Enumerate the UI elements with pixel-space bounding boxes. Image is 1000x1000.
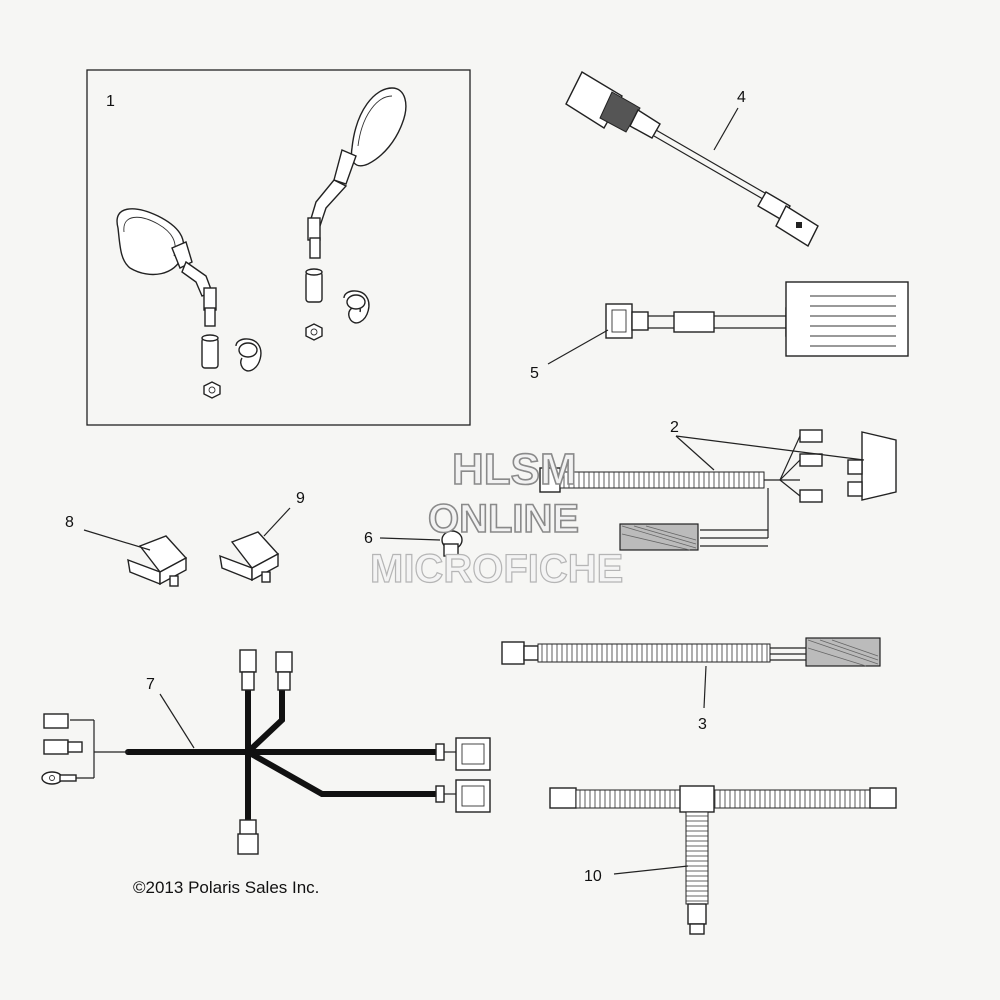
callout-4: 4 [737, 89, 746, 106]
part-7-main-harness [41, 649, 491, 855]
part-3-harness [501, 637, 881, 667]
kit-box [86, 69, 471, 426]
switch-connector-lower [455, 779, 491, 813]
part-9-switch [219, 531, 280, 583]
watermark-line-3: MICROFICHE [370, 547, 623, 591]
part-2-harness [539, 429, 897, 551]
part-1-mirror-kit [86, 69, 471, 426]
part-10-t-harness [549, 785, 897, 935]
callout-9: 9 [296, 490, 305, 507]
callout-5: 5 [530, 365, 539, 382]
watermark-line-1: HLSM [452, 445, 577, 494]
switch-connector-upper [455, 737, 491, 771]
part-4-cable [565, 71, 819, 248]
part-6-clip [441, 530, 463, 557]
mirror-right-head [350, 87, 407, 167]
rocker-switch [861, 431, 897, 501]
copyright-text: ©2013 Polaris Sales Inc. [133, 878, 319, 897]
callout-1: 1 [106, 93, 115, 110]
callout-8: 8 [65, 514, 74, 531]
callout-6: 6 [364, 530, 373, 547]
callout-10: 10 [584, 868, 602, 885]
callout-2: 2 [670, 419, 679, 436]
part-8-switch [127, 535, 188, 587]
watermark-line-2: ONLINE [428, 497, 579, 541]
pad-body [785, 281, 909, 357]
callout-3: 3 [698, 716, 707, 733]
part-5-heater-pad [605, 281, 909, 357]
watermark: HLSM ONLINE MICROFICHE [369, 444, 624, 591]
callout-7: 7 [146, 676, 155, 693]
